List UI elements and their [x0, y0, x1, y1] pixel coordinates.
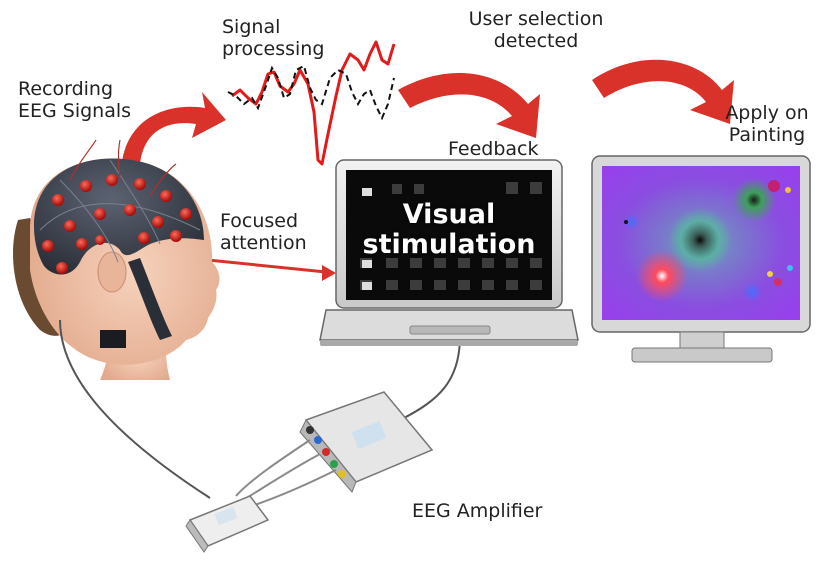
- painting-blobs: [624, 178, 793, 302]
- user-selection-label-line1: User selection: [468, 8, 604, 30]
- eeg-cap-connector-icon: [100, 330, 126, 348]
- red-curved-arrow-icon: [592, 59, 734, 125]
- visual-stimulation-label-line1: Visual: [402, 199, 496, 230]
- visual-stimulation-label: Visual stimulation: [349, 200, 549, 260]
- monitor-icon: [591, 155, 811, 363]
- apply-on-painting-label-line2: Painting: [728, 124, 806, 146]
- red-curved-arrow-icon: [398, 73, 540, 138]
- electrode-icons: [42, 174, 192, 274]
- signal-processing-label-line2: processing: [222, 38, 325, 60]
- focused-attention-label-line2: attention: [220, 232, 307, 254]
- signal-processing-label: Signal processing: [222, 16, 324, 60]
- apply-on-painting-label: Apply on Painting: [712, 102, 822, 146]
- user-selection-label: User selection detected: [456, 8, 616, 52]
- red-curved-arrow-icon: [122, 92, 226, 164]
- apply-on-painting-label-line1: Apply on: [725, 102, 809, 124]
- eeg-amplifier-icon: [185, 391, 434, 553]
- recording-label: Recording EEG Signals: [18, 78, 131, 122]
- focused-attention-label: Focused attention: [220, 210, 307, 254]
- visual-stimulation-label-line2: stimulation: [362, 229, 536, 260]
- eeg-amplifier-label: EEG Amplifier: [412, 500, 543, 522]
- focused-attention-label-line1: Focused: [220, 210, 299, 232]
- user-selection-label-line2: detected: [493, 30, 579, 52]
- recording-label-line1: Recording: [18, 78, 114, 100]
- laptop-icon: [319, 159, 579, 346]
- eeg-cap-head-icon: [13, 139, 220, 380]
- signal-processing-label-line1: Signal: [222, 16, 281, 38]
- recording-label-line2: EEG Signals: [18, 100, 132, 122]
- signal-waveform-icon: [227, 40, 396, 166]
- feedback-label: Feedback: [448, 138, 539, 160]
